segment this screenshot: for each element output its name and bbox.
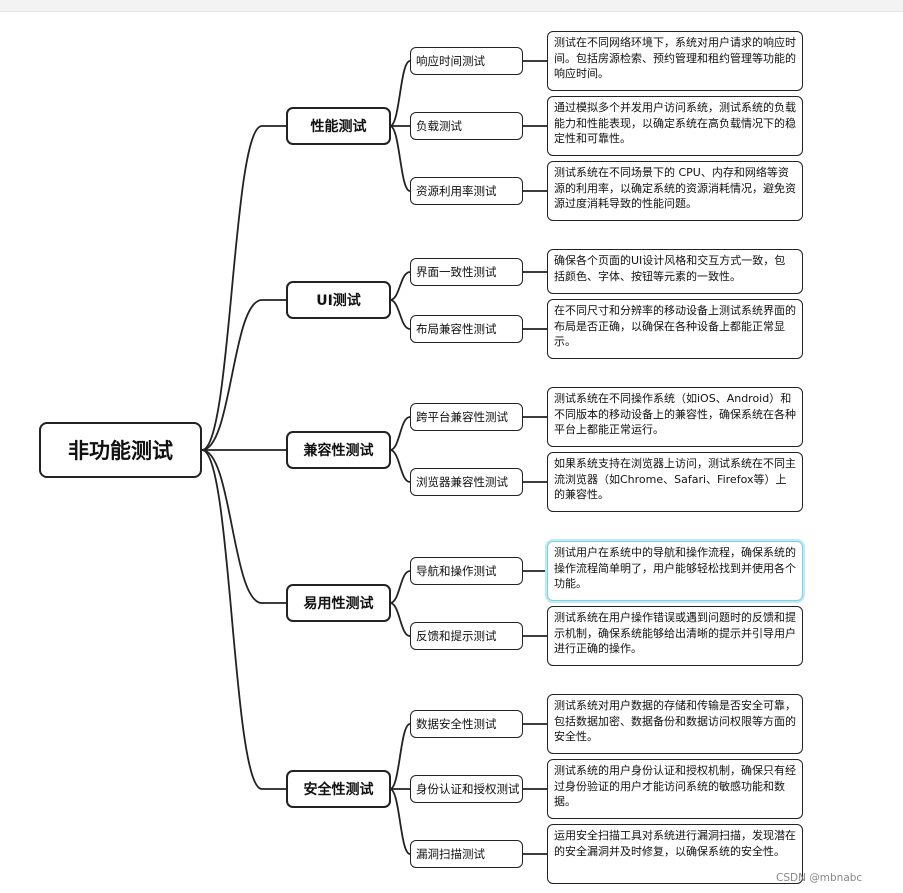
topic-vuln-scan[interactable]: 漏洞扫描测试 xyxy=(410,840,523,868)
top-toolbar-strip xyxy=(0,0,903,12)
link-cat3-sub1 xyxy=(389,602,411,637)
link-cat1-sub0 xyxy=(389,271,411,301)
desc-resource-utilization[interactable]: 测试系统在不同场景下的 CPU、内存和网络等资源的利用率，以确定系统的资源消耗情… xyxy=(547,161,803,221)
link-root-cat1 xyxy=(201,299,286,451)
category-usability[interactable]: 易用性测试 xyxy=(286,584,391,622)
topic-auth[interactable]: 身份认证和授权测试 xyxy=(410,775,523,803)
link-root-cat3 xyxy=(201,449,286,604)
topic-navigation[interactable]: 导航和操作测试 xyxy=(410,557,523,585)
link-cat4-sub0 xyxy=(389,723,411,790)
topic-layout-compat[interactable]: 布局兼容性测试 xyxy=(410,315,523,343)
link-cat2-sub1 xyxy=(389,449,411,483)
topic-load[interactable]: 负载测试 xyxy=(410,112,523,140)
desc-feedback[interactable]: 测试系统在用户操作错误或遇到问题时的反馈和提示机制，确保系统能够给出清晰的提示并… xyxy=(547,606,803,666)
category-ui[interactable]: UI测试 xyxy=(286,281,391,319)
link-cat0-sub0 xyxy=(389,60,411,127)
desc-navigation-selected[interactable]: 测试用户在系统中的导航和操作流程，确保系统的操作流程简单明了，用户能够轻松找到并… xyxy=(547,541,803,601)
link-cat1-sub1 xyxy=(389,299,411,330)
watermark: CSDN @mbnabc xyxy=(776,872,863,884)
topic-response-time[interactable]: 响应时间测试 xyxy=(410,47,523,75)
topic-feedback[interactable]: 反馈和提示测试 xyxy=(410,622,523,650)
desc-vuln-scan[interactable]: 运用安全扫描工具对系统进行漏洞扫描，发现潜在的安全漏洞并及时修复，以确保系统的安… xyxy=(547,824,803,884)
topic-data-security[interactable]: 数据安全性测试 xyxy=(410,710,523,738)
desc-load[interactable]: 通过模拟多个并发用户访问系统，测试系统的负载能力和性能表现，以确定系统在高负载情… xyxy=(547,96,803,156)
topic-resource-utilization[interactable]: 资源利用率测试 xyxy=(410,177,523,205)
desc-cross-platform[interactable]: 测试系统在不同操作系统（如iOS、Android）和不同版本的移动设备上的兼容性… xyxy=(547,387,803,447)
link-cat2-sub0 xyxy=(389,416,411,451)
desc-data-security[interactable]: 测试系统对用户数据的存储和传输是否安全可靠，包括数据加密、数据备份和数据访问权限… xyxy=(547,694,803,754)
link-cat0-sub2 xyxy=(389,125,411,192)
link-root-cat4 xyxy=(201,449,286,790)
topic-cross-platform[interactable]: 跨平台兼容性测试 xyxy=(410,403,523,431)
desc-layout-compat[interactable]: 在不同尺寸和分辨率的移动设备上测试系统界面的布局是否正确，以确保在各种设备上都能… xyxy=(547,299,803,359)
topic-browser-compat[interactable]: 浏览器兼容性测试 xyxy=(410,468,523,496)
category-security[interactable]: 安全性测试 xyxy=(286,770,391,808)
category-compatibility[interactable]: 兼容性测试 xyxy=(286,431,391,469)
link-cat4-sub2 xyxy=(389,788,411,855)
root-node[interactable]: 非功能测试 xyxy=(39,422,202,478)
link-cat3-sub0 xyxy=(389,570,411,604)
category-performance[interactable]: 性能测试 xyxy=(286,107,391,145)
topic-ui-consistency[interactable]: 界面一致性测试 xyxy=(410,258,523,286)
desc-auth[interactable]: 测试系统的用户身份认证和授权机制，确保只有经过身份验证的用户才能访问系统的敏感功… xyxy=(547,759,803,819)
desc-ui-consistency[interactable]: 确保各个页面的UI设计风格和交互方式一致，包括颜色、字体、按钮等元素的一致性。 xyxy=(547,249,803,294)
link-root-cat0 xyxy=(201,125,286,451)
desc-response-time[interactable]: 测试在不同网络环境下，系统对用户请求的响应时间。包括房源检索、预约管理和租约管理… xyxy=(547,31,803,91)
desc-browser-compat[interactable]: 如果系统支持在浏览器上访问，测试系统在不同主流浏览器（如Chrome、Safar… xyxy=(547,452,803,512)
